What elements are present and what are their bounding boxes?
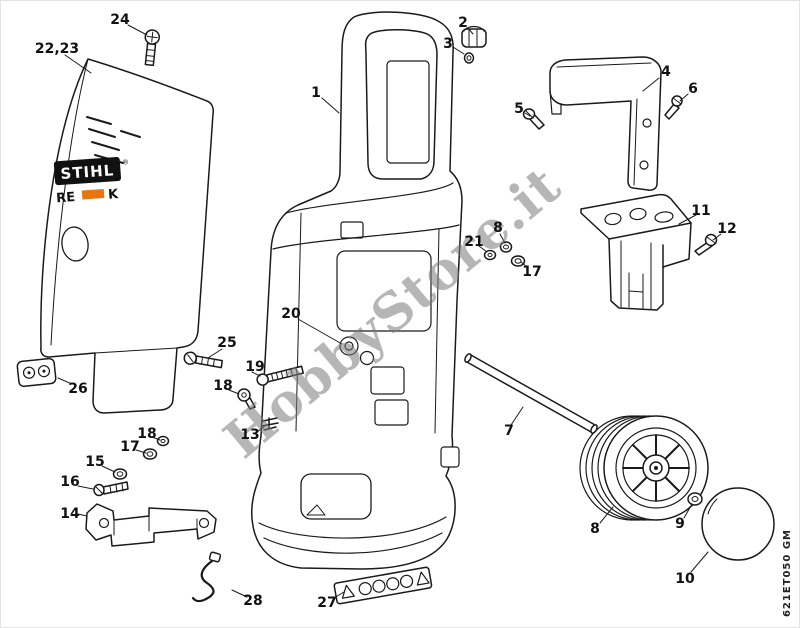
part-clip xyxy=(261,417,279,431)
part-label-17: 17 xyxy=(120,439,140,455)
brand-model-suffix: K xyxy=(108,187,120,203)
part-label-17: 17 xyxy=(522,264,542,280)
brand-logo-text: STIHL xyxy=(60,161,115,183)
part-label-5: 5 xyxy=(514,101,524,117)
part-hub-nut xyxy=(687,492,703,506)
part-wheel-cap xyxy=(701,487,775,561)
part-screw-19 xyxy=(256,365,305,386)
part-label-8: 8 xyxy=(590,521,600,537)
part-label-20: 20 xyxy=(281,306,301,322)
part-label-24: 24 xyxy=(110,12,130,28)
part-label-2: 2 xyxy=(458,15,468,31)
part-washers-lower xyxy=(112,435,170,480)
part-label-27: 27 xyxy=(317,595,337,611)
brand-block: STIHL ® RE K xyxy=(53,157,130,206)
part-label-14: 14 xyxy=(60,506,80,522)
part-mount-bracket xyxy=(85,503,217,547)
part-screw-25 xyxy=(183,351,223,369)
part-screw-6 xyxy=(664,95,683,120)
part-label-26: 26 xyxy=(68,381,88,397)
part-label-3: 3 xyxy=(443,36,453,52)
part-plate xyxy=(16,357,57,388)
part-label-22,23: 22,23 xyxy=(34,41,80,57)
part-o-ring xyxy=(463,52,475,64)
part-screw-5 xyxy=(522,108,545,130)
part-label-8: 8 xyxy=(493,220,503,236)
part-washer-cluster xyxy=(483,241,526,267)
part-label-13: 13 xyxy=(240,427,260,443)
part-label-15: 15 xyxy=(85,454,105,470)
part-screw-12 xyxy=(694,233,718,256)
part-label-28: 28 xyxy=(243,593,263,609)
part-label-18: 18 xyxy=(137,426,157,442)
part-screw-18 xyxy=(237,388,256,410)
brand-model-prefix: RE xyxy=(56,190,76,206)
part-label-10: 10 xyxy=(675,571,695,587)
part-cable-tie xyxy=(191,551,222,603)
part-wheel xyxy=(579,415,709,521)
part-cover-panel: STIHL ® RE K xyxy=(40,58,214,414)
leader-lines xyxy=(57,24,722,599)
wheel-spokes xyxy=(622,434,690,502)
part-main-frame xyxy=(250,11,463,570)
part-fitting xyxy=(461,25,487,48)
brand-reg-mark: ® xyxy=(122,158,130,166)
part-upper-bracket xyxy=(549,56,662,191)
part-lower-bracket xyxy=(580,193,692,311)
part-label-9: 9 xyxy=(675,516,685,532)
part-label-16: 16 xyxy=(60,474,80,490)
brand-model-accent xyxy=(81,188,105,200)
part-label-18: 18 xyxy=(213,378,233,394)
part-label-12: 12 xyxy=(717,221,737,237)
part-label-7: 7 xyxy=(504,423,514,439)
part-screw-24 xyxy=(144,29,161,67)
part-label-21: 21 xyxy=(464,234,484,250)
part-label-1: 1 xyxy=(311,85,321,101)
part-label-25: 25 xyxy=(217,335,237,351)
part-label-19: 19 xyxy=(245,359,265,375)
plate-code-text: 621ET050 GM xyxy=(782,528,793,617)
part-axle-rod xyxy=(464,353,598,434)
part-screw-16 xyxy=(93,481,129,497)
part-label-6: 6 xyxy=(688,81,698,97)
part-label-4: 4 xyxy=(661,64,671,80)
part-symbols-strip xyxy=(333,566,433,605)
part-label-11: 11 xyxy=(691,203,711,219)
